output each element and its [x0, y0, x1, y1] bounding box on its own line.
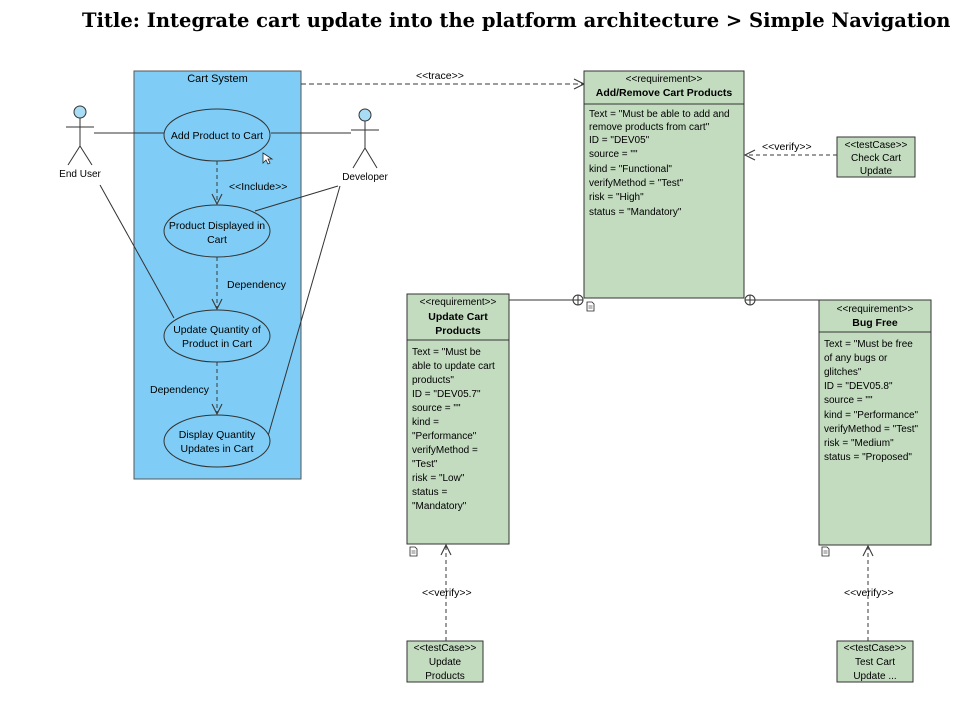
test-case-check-cart-update[interactable]: <<testCase>> Check Cart Update: [836, 136, 916, 178]
requirement-attribute-line: source = "": [412, 403, 461, 414]
requirement-attribute-line: Text = "Must be: [412, 347, 481, 358]
use-case-label-line: Product in Cart: [182, 338, 252, 350]
requirement-attribute-line: able to update cart: [412, 361, 495, 372]
dependency-label-1: Dependency: [227, 279, 287, 291]
requirement-diagram: <<trace>> <<requirement>> Add/Remove Car…: [301, 70, 932, 683]
test-case-name-line: Update: [429, 657, 462, 668]
use-case-label-line: Updates in Cart: [181, 443, 254, 455]
developer-leg-left: [352, 147, 366, 169]
verify-label-update: <<verify>>: [422, 587, 472, 599]
requirement-name-line: Bug Free: [852, 317, 898, 329]
requirement-name-line: Add/Remove Cart Products: [596, 87, 733, 99]
requirement-attribute-line: "Mandatory": [412, 501, 467, 512]
test-case-stereotype: <<testCase>>: [414, 643, 477, 654]
requirement-attribute-line: risk = "Medium": [824, 438, 894, 449]
requirement-attribute-line: kind =: [412, 417, 439, 428]
requirement-attribute-line: remove products from cart": [589, 122, 710, 133]
requirement-attribute-line: status = "Mandatory": [589, 207, 682, 218]
requirement-attribute-line: verifyMethod = "Test": [589, 178, 684, 189]
requirement-attribute-line: source = "": [824, 395, 873, 406]
containment-marker-bug: [744, 294, 756, 306]
requirement-attribute-line: "Performance": [412, 431, 477, 442]
requirement-name-line: Update Cart: [428, 311, 488, 323]
cart-system-title: Cart System: [187, 73, 248, 85]
test-case-name-line: Update: [860, 166, 893, 177]
association-developer-displayed: [254, 185, 339, 212]
test-case-test-cart-update[interactable]: <<testCase>> Test Cart Update ...: [836, 640, 914, 683]
developer-label: Developer: [342, 172, 388, 183]
test-case-name-line: Products: [425, 671, 464, 682]
requirement-name-line: Products: [435, 325, 481, 337]
use-case-label-line: Product Displayed in: [169, 220, 265, 232]
document-icon: [586, 301, 595, 312]
use-case-update-quantity[interactable]: Update Quantity of Product in Cart: [163, 309, 271, 363]
requirement-add-remove[interactable]: <<requirement>> Add/Remove Cart Products…: [583, 70, 745, 299]
page-title: Title: Integrate cart update into the pl…: [82, 9, 951, 32]
requirement-bug-free[interactable]: <<requirement>> Bug Free Text = "Must be…: [818, 299, 932, 546]
test-case-update-products[interactable]: <<testCase>> Update Products: [406, 640, 484, 683]
use-case-label-line: Update Quantity of: [173, 324, 261, 336]
requirement-attribute-line: ID = "DEV05": [589, 135, 650, 146]
test-case-name-line: Update ...: [853, 671, 896, 682]
association-developer-display-qty: [263, 185, 341, 451]
use-case-product-displayed[interactable]: Product Displayed in Cart: [163, 204, 271, 258]
verify-label-check: <<verify>>: [762, 141, 812, 153]
end-user-label: End User: [59, 169, 101, 180]
use-case-display-quantity[interactable]: Display Quantity Updates in Cart: [163, 414, 271, 468]
use-case-diagram: Cart System End User Developer Add Pr: [59, 70, 388, 480]
requirement-attribute-line: ID = "DEV05.8": [824, 381, 893, 392]
requirement-stereotype: <<requirement>>: [837, 304, 914, 315]
requirement-attribute-line: ID = "DEV05.7": [412, 389, 481, 400]
association-end-user-update-qty: [99, 184, 175, 319]
requirement-attribute-line: source = "": [589, 149, 638, 160]
requirement-attribute-line: verifyMethod =: [412, 445, 478, 456]
test-case-name-line: Check Cart: [851, 153, 901, 164]
use-case-label-line: Add Product to Cart: [171, 130, 263, 142]
trace-label: <<trace>>: [416, 70, 464, 82]
requirement-stereotype: <<requirement>>: [420, 297, 497, 308]
end-user-head: [73, 105, 87, 119]
requirement-stereotype: <<requirement>>: [626, 74, 703, 85]
requirement-attribute-line: risk = "High": [589, 192, 644, 203]
requirement-attribute-line: of any bugs or: [824, 353, 888, 364]
requirement-attribute-line: risk = "Low": [412, 473, 465, 484]
requirement-attribute-line: glitches": [824, 367, 862, 378]
requirement-attribute-line: products": [412, 375, 454, 386]
containment-marker-update: [572, 294, 584, 306]
developer-actor[interactable]: Developer: [342, 108, 388, 183]
requirement-attribute-line: Text = "Must be free: [824, 339, 913, 350]
use-case-label-line: Display Quantity: [179, 429, 256, 441]
requirement-attribute-line: kind = "Functional": [589, 164, 672, 175]
requirement-attribute-line: Text = "Must be able to add and: [589, 109, 730, 120]
include-label: <<Include>>: [229, 181, 287, 193]
developer-head: [358, 108, 372, 122]
developer-leg-right: [364, 147, 378, 169]
use-case-add-product[interactable]: Add Product to Cart: [163, 108, 271, 162]
cursor-icon: [262, 152, 274, 165]
requirement-attribute-line: verifyMethod = "Test": [824, 424, 919, 435]
dependency-label-2: Dependency: [150, 384, 210, 396]
document-icon: [409, 546, 418, 557]
end-user-actor[interactable]: End User: [59, 105, 102, 180]
document-icon: [821, 546, 830, 557]
requirement-attribute-line: status = "Proposed": [824, 452, 912, 463]
requirement-update-cart[interactable]: <<requirement>> Update Cart Products Tex…: [406, 293, 510, 545]
end-user-leg-right: [79, 145, 93, 166]
requirement-attribute-line: status =: [412, 487, 447, 498]
verify-label-bug: <<verify>>: [844, 587, 894, 599]
requirement-attribute-line: "Test": [412, 459, 438, 470]
test-case-stereotype: <<testCase>>: [844, 643, 907, 654]
test-case-stereotype: <<testCase>>: [845, 140, 908, 151]
requirement-attribute-line: kind = "Performance": [824, 410, 919, 421]
end-user-leg-left: [67, 145, 81, 166]
use-case-label-line: Cart: [207, 234, 227, 246]
test-case-name-line: Test Cart: [855, 657, 895, 668]
